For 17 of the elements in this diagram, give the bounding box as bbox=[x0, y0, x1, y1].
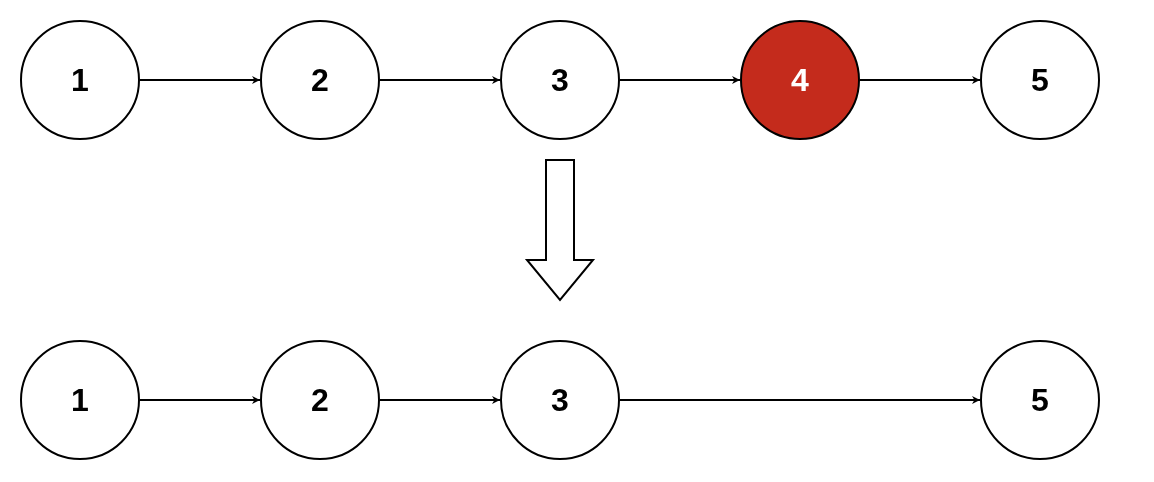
node-number: 5 bbox=[1031, 61, 1049, 100]
arrow bbox=[619, 76, 741, 84]
arrow bbox=[379, 396, 501, 404]
node-number: 4 bbox=[791, 61, 809, 100]
node-number: 2 bbox=[311, 381, 329, 420]
arrow bbox=[139, 76, 261, 84]
node-number: 1 bbox=[71, 61, 89, 100]
arrow bbox=[139, 396, 261, 404]
arrow bbox=[379, 76, 501, 84]
block-arrow bbox=[524, 159, 596, 302]
node-number: 5 bbox=[1031, 381, 1049, 420]
node-number: 1 bbox=[71, 381, 89, 420]
node-number: 3 bbox=[551, 381, 569, 420]
node-number: 3 bbox=[551, 61, 569, 100]
arrow bbox=[859, 76, 981, 84]
arrow bbox=[619, 396, 981, 404]
node-number: 2 bbox=[311, 61, 329, 100]
